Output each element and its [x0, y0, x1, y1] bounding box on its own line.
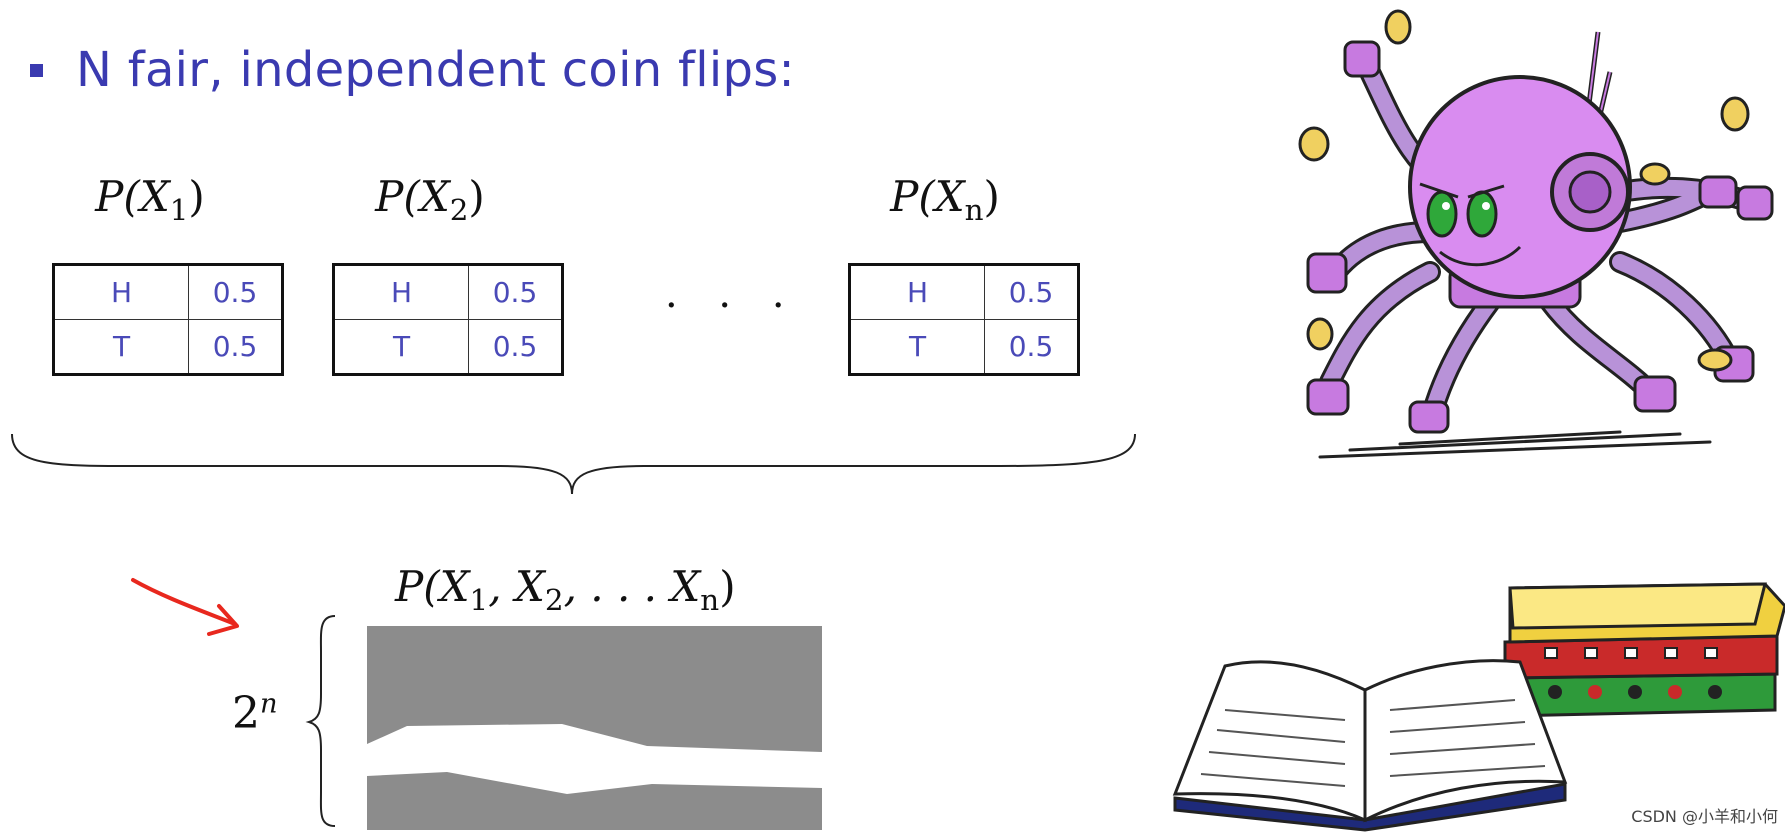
cell-key: T — [53, 319, 189, 375]
cell-value: 0.5 — [984, 264, 1079, 320]
cell-value: 0.5 — [468, 319, 563, 375]
joint-title-main: P(X — [395, 562, 470, 611]
watermark: CSDN @小羊和小何 — [1631, 807, 1778, 826]
bullet-square-icon — [30, 63, 43, 77]
cpt-title-main: P(X — [890, 172, 965, 221]
cpt-title-end: ) — [188, 172, 205, 221]
cpt-title-sub: n — [964, 192, 984, 227]
cell-key: H — [53, 264, 189, 320]
cell-value: 0.5 — [188, 319, 283, 375]
cpt-title-n: P(Xn) — [845, 172, 1045, 227]
bullet-text: N fair, independent coin flips: — [76, 42, 796, 98]
cpt-title-1: P(X1) — [50, 172, 250, 227]
joint-table-block — [367, 626, 822, 830]
joint-title-mid2: , . . . X — [563, 562, 701, 611]
cell-value: 0.5 — [984, 319, 1079, 375]
cpt-title-2: P(X2) — [330, 172, 530, 227]
bullet-item: N fair, independent coin flips: — [30, 42, 795, 98]
cpt-title-main: P(X — [375, 172, 450, 221]
books-illustration — [1172, 582, 1785, 832]
cell-key: T — [849, 319, 985, 375]
size-base: 2 — [232, 688, 260, 739]
cpt-title-sub: 2 — [449, 192, 469, 227]
joint-sub-1: 1 — [469, 582, 489, 617]
horizontal-brace — [11, 433, 1136, 495]
cpt-title-end: ) — [983, 172, 1000, 221]
cell-key: H — [849, 264, 985, 320]
size-exponent: n — [260, 688, 278, 720]
red-arrow-icon — [131, 578, 239, 636]
cell-key: T — [333, 319, 469, 375]
joint-sub-2: 2 — [544, 582, 564, 617]
cell-value: 0.5 — [468, 264, 563, 320]
robot-octopus-illustration — [1298, 9, 1774, 459]
joint-title-end: ) — [719, 562, 736, 611]
cell-key: H — [333, 264, 469, 320]
cpt-title-sub: 1 — [169, 192, 189, 227]
joint-sub-n: n — [700, 582, 720, 617]
ellipsis: · · · — [665, 283, 799, 329]
vertical-brace — [305, 615, 336, 827]
cpt-title-main: P(X — [95, 172, 170, 221]
size-label: 2n — [232, 688, 278, 739]
joint-title: P(X1, X2, . . . Xn) — [395, 562, 736, 617]
joint-title-mid1: , X — [488, 562, 545, 611]
cpt-title-end: ) — [468, 172, 485, 221]
cell-value: 0.5 — [188, 264, 283, 320]
